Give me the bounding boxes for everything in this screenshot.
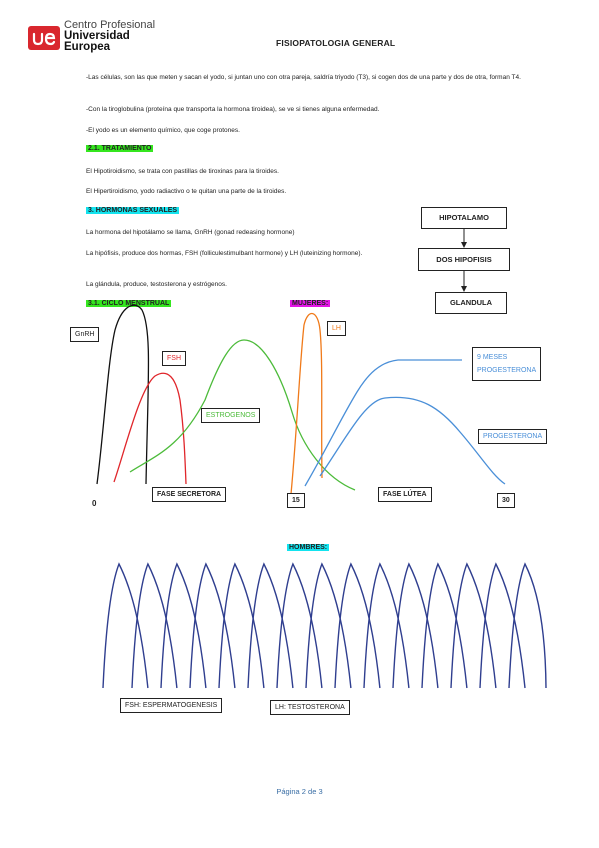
logo-line-2: Universidad xyxy=(64,30,130,42)
estrogenos-label: ESTROGENOS xyxy=(201,408,261,423)
paragraph-tiroglobulina: -Con la tiroglobulina (proteína que tran… xyxy=(86,106,380,113)
fsh-espermatogenesis-label: FSH: ESPERMATOGENESIS xyxy=(120,698,223,713)
fsh-curve xyxy=(113,372,187,485)
pulse-6 xyxy=(247,562,294,689)
fase-lutea-label: FASE LÚTEA xyxy=(378,487,432,502)
paragraph-glandula: La glándula, produce, testosterona y est… xyxy=(86,281,227,288)
gnrh-curve xyxy=(96,304,150,485)
pulse-9 xyxy=(334,562,381,689)
pulse-2 xyxy=(131,562,178,689)
axis-tick-0: 0 xyxy=(92,499,97,508)
lh-curve xyxy=(290,312,323,495)
flow-box-hipotalamo: HIPOTALAMO xyxy=(421,207,507,229)
flow-box-glandula: GLANDULA xyxy=(435,292,507,314)
lh-label: LH xyxy=(327,321,346,336)
heading-hombres: HOMBRES: xyxy=(287,544,330,551)
paragraph-hipertiroidismo: El Hipertiroidismo, yodo radiactivo o te… xyxy=(86,188,287,195)
progesterona-9-meses-label: 9 MESES PROGESTERONA xyxy=(472,347,542,381)
axis-tick-30: 30 xyxy=(497,493,515,508)
logo-text: Centro Profesional Universidad Europea xyxy=(64,20,155,53)
pulse-1 xyxy=(102,562,149,689)
axis-tick-15: 15 xyxy=(287,493,305,508)
page-header-title: FISIOPATOLOGIA GENERAL xyxy=(276,38,396,48)
lh-testosterona-label: LH: TESTOSTERONA xyxy=(270,700,350,715)
paragraph-gnrh: La hormona del hipotálamo se llama, GnRH… xyxy=(86,229,295,236)
progesterona-curve xyxy=(319,396,506,485)
paragraph-hipofisis: La hipófisis, produce dos hormas, FSH (f… xyxy=(86,250,363,257)
progesterona-label: PROGESTERONA xyxy=(478,429,548,444)
pulse-5 xyxy=(218,562,265,689)
pulse-8 xyxy=(305,562,352,689)
paragraph-celulas: -Las células, son las que meten y sacan … xyxy=(86,74,521,81)
logo-line-1: Centro Profesional xyxy=(64,19,156,31)
heading-ciclo-menstrual: 3.1. CICLO MENSTRUAL xyxy=(86,300,172,307)
progesterona-9-meses-line1: 9 MESES xyxy=(477,354,508,361)
heading-mujeres: MUJERES: xyxy=(290,300,331,307)
heading-tratamiento: 2.1. TRATAMIENTO xyxy=(86,145,154,152)
gnrh-label: GnRH xyxy=(70,327,100,342)
pulse-10 xyxy=(363,562,410,689)
pulse-3 xyxy=(160,562,207,689)
logo-line-3: Europea xyxy=(64,41,111,53)
estrogenos-curve xyxy=(129,339,356,491)
fsh-label: FSH xyxy=(162,351,186,366)
progesterona-9-meses-line2: PROGESTERONA xyxy=(477,367,537,374)
pulse-12 xyxy=(421,562,468,689)
progesterona-9-meses-curve xyxy=(304,359,462,487)
pulse-4 xyxy=(189,562,236,689)
paragraph-yodo: -El yodo es un elemento químico, que cog… xyxy=(86,127,240,134)
fase-secretora-label: FASE SECRETORA xyxy=(152,487,227,502)
page-number: Página 2 de 3 xyxy=(276,787,323,796)
paragraph-hipotiroidismo: El Hipotiroidismo, se trata con pastilla… xyxy=(86,168,279,175)
heading-hormonas-sexuales: 3. HORMONAS SEXUALES xyxy=(86,207,180,214)
pulse-14 xyxy=(479,562,526,689)
universidad-europea-logo xyxy=(28,26,60,50)
pulse-11 xyxy=(392,562,439,689)
flow-box-hipofisis: DOS HIPOFISIS xyxy=(418,248,510,271)
pulse-13 xyxy=(450,562,497,689)
pulse-7 xyxy=(276,562,323,689)
pulse-15 xyxy=(508,562,547,689)
